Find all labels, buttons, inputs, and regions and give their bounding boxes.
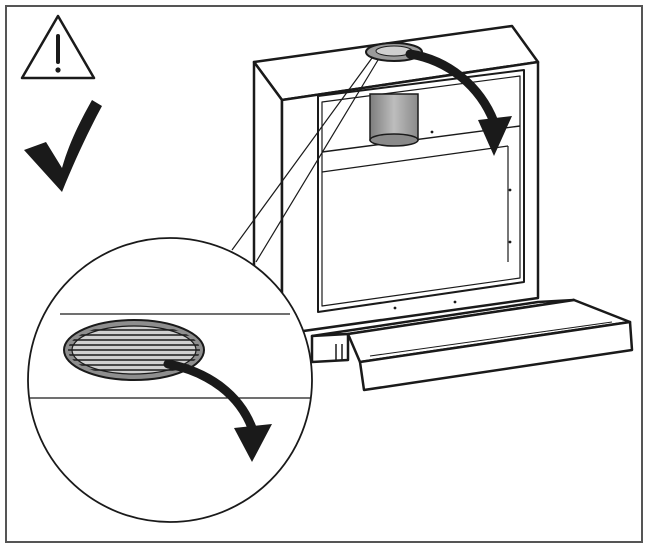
- screw-marks: [393, 122, 512, 310]
- warning-triangle-icon: [20, 14, 96, 80]
- vent-grille: [63, 319, 205, 381]
- curved-arrow-icon: [405, 49, 512, 156]
- detail-magnifier: [27, 237, 313, 523]
- callout-leaders: [231, 57, 379, 263]
- cabinet: [252, 24, 540, 336]
- duct-cylinder: [369, 93, 419, 147]
- diagram-frame: [5, 5, 643, 543]
- checkmark-icon: [24, 100, 102, 192]
- curved-arrow-icon: [163, 359, 272, 462]
- plinth: [310, 298, 634, 392]
